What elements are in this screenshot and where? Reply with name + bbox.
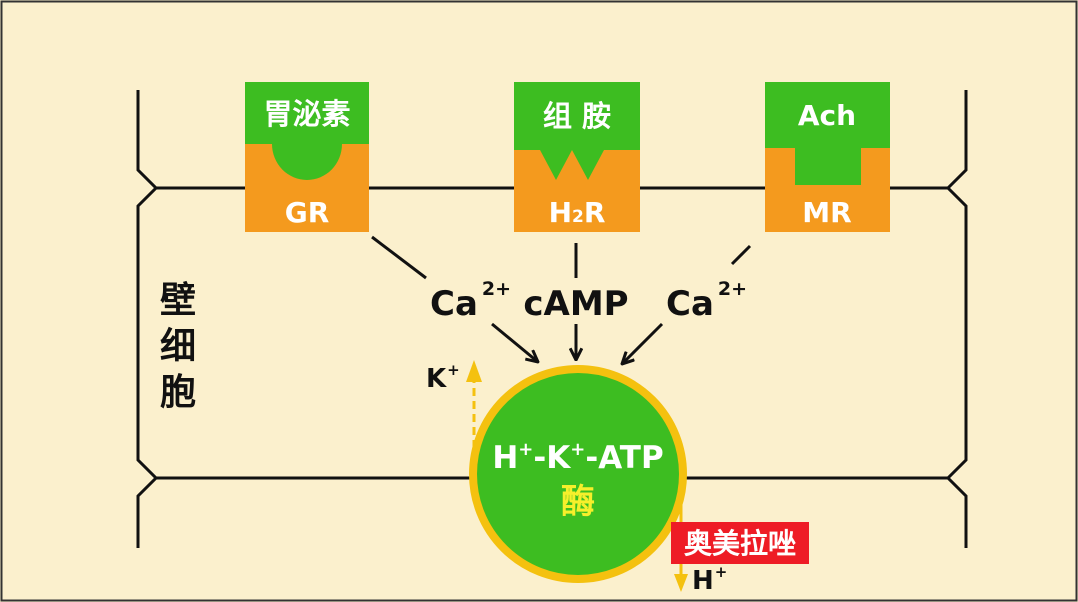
enzyme-arrows	[491, 322, 664, 364]
h2r-receptor-block	[514, 150, 640, 232]
proton-pump-enzyme: H+-K+-ATP 酶	[469, 365, 687, 583]
enzyme-name-label: H+-K+-ATP	[492, 439, 663, 476]
h2r-label: H2R	[549, 196, 606, 229]
calcium-left-arrow	[491, 322, 538, 362]
receptor-connectors	[371, 235, 752, 280]
omeprazole-label: 奥美拉唑	[684, 527, 796, 560]
gastrin-label: 胃泌素	[263, 97, 350, 131]
cell-label-char-3: 胞	[160, 372, 196, 413]
gr-label: GR	[285, 196, 330, 229]
ach-ligand-block	[765, 82, 890, 148]
proton-output-arrow-head	[674, 574, 688, 592]
ach-binding-site	[795, 147, 861, 185]
receptor-h2r: 组 胺 H2R	[514, 82, 640, 232]
omeprazole-badge-bg	[671, 522, 809, 564]
receptor-mr: Ach MR	[765, 82, 890, 232]
gr-connector-line	[371, 235, 427, 280]
camp-label: cAMP	[523, 284, 628, 324]
parietal-cell-label: 壁 细 胞	[160, 280, 196, 413]
ach-label: Ach	[798, 99, 856, 132]
histamine-ligand-block	[514, 82, 640, 150]
enzyme-circle	[469, 365, 687, 583]
calcium-right-arrow	[622, 322, 664, 364]
potassium-ion-label: K+	[426, 361, 460, 394]
gastrin-binding-site	[272, 144, 342, 180]
cell-label-char-2: 细	[160, 326, 196, 367]
mr-label: MR	[802, 196, 851, 229]
potassium-arrow-head	[466, 360, 482, 382]
histamine-binding-site	[540, 150, 604, 180]
cell-label-char-1: 壁	[160, 280, 196, 321]
histamine-label: 组 胺	[543, 99, 611, 133]
enzyme-char-label: 酶	[561, 482, 595, 522]
mr-connector-line	[730, 244, 752, 266]
receptor-gr: 胃泌素 GR	[245, 82, 369, 232]
omeprazole-badge: 奥美拉唑	[671, 522, 809, 564]
proton-ion-label: H+	[692, 563, 727, 596]
gastrin-ligand-block	[245, 82, 369, 144]
